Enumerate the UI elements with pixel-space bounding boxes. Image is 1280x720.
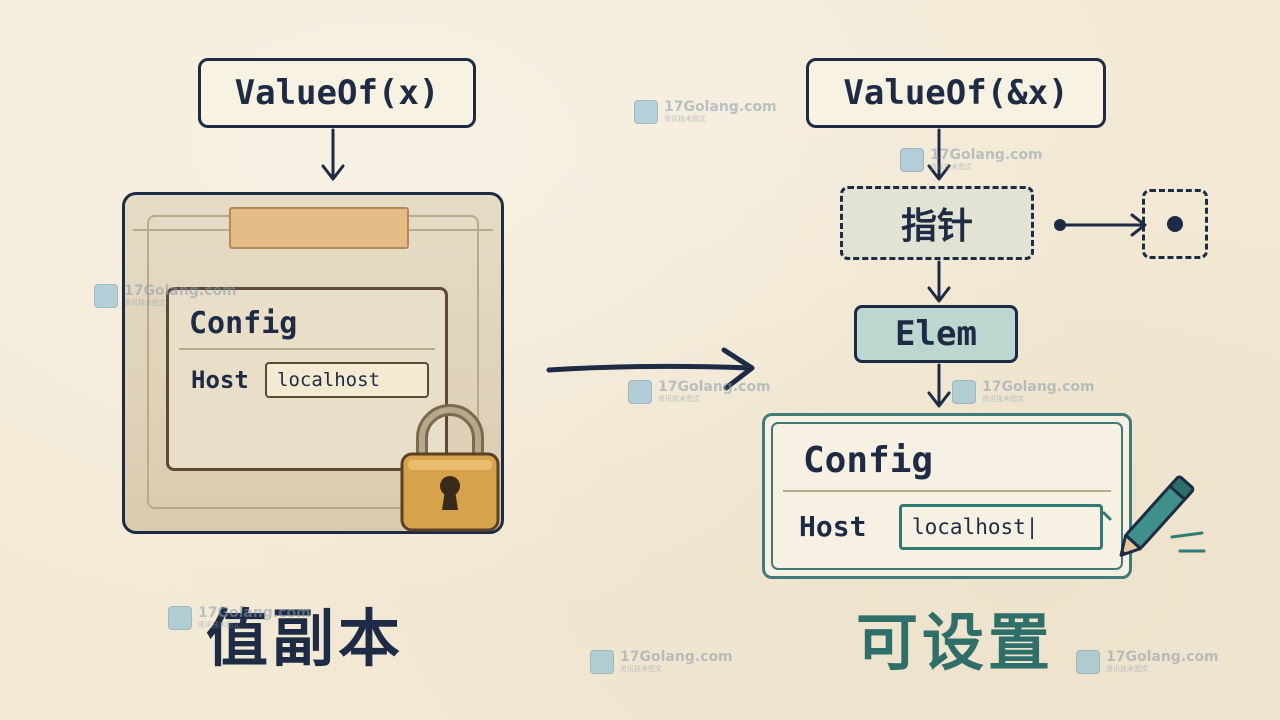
host-value-left: localhost [277, 369, 380, 391]
host-value-right: localhost| [912, 515, 1039, 539]
valueof-ptr-label: ValueOf(&x) [843, 73, 1069, 113]
pointer-arrow-icon [1054, 213, 1147, 237]
card-divider [783, 490, 1111, 492]
tape [229, 207, 409, 249]
pointer-box: 指针 [840, 186, 1034, 260]
card-divider [179, 348, 435, 350]
config-card-right: Config Host localhost| [762, 413, 1132, 579]
config-title-right: Config [803, 440, 934, 481]
pencil-icon [1102, 475, 1206, 557]
config-title-left: Config [189, 306, 298, 341]
target-address-box [1142, 189, 1208, 259]
pointer-label: 指针 [900, 206, 973, 247]
host-field-left: localhost [265, 362, 429, 398]
host-label-left: Host [191, 366, 249, 394]
host-field-right: localhost| [899, 504, 1103, 550]
arrow-down-icon [927, 363, 951, 408]
host-label-right: Host [799, 510, 867, 543]
config-card-right-inner [771, 422, 1123, 570]
arrow-down-icon [927, 128, 951, 181]
caption-settable: 可设置 [856, 606, 1055, 679]
elem-box: Elem [854, 305, 1018, 363]
config-card-left: Config Host localhost [166, 287, 448, 471]
arrow-down-icon [321, 128, 345, 181]
dot-icon [1167, 216, 1183, 232]
arrow-right-icon [546, 347, 755, 391]
valueof-x-label: ValueOf(x) [234, 73, 440, 113]
valueof-ptr-box: ValueOf(&x) [806, 58, 1106, 128]
elem-label: Elem [895, 314, 977, 354]
arrow-down-icon [927, 260, 951, 303]
caption-value-copy: 值副本 [206, 602, 405, 675]
valueof-x-box: ValueOf(x) [198, 58, 476, 128]
lock-icon [400, 404, 500, 532]
